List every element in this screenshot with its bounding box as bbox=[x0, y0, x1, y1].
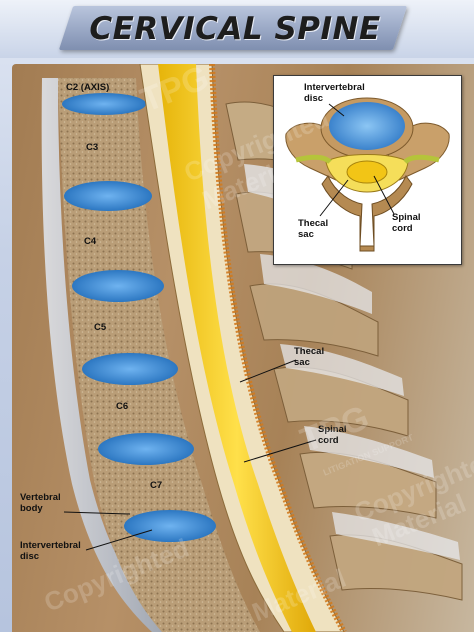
label-c6: C6 bbox=[116, 401, 129, 412]
spinal-cord bbox=[158, 64, 316, 632]
inset-label-intervertebral-disc: Intervertebral disc bbox=[304, 82, 365, 104]
label-thecal-sac: Thecal sac bbox=[294, 346, 325, 368]
page-title: CERVICAL SPINE bbox=[89, 11, 381, 47]
label-c5: C5 bbox=[94, 322, 107, 333]
dura-band bbox=[209, 64, 347, 632]
disc-c2-c3 bbox=[62, 93, 146, 115]
disc-c6-c7 bbox=[98, 433, 194, 465]
axial-vertebra-drawing bbox=[285, 97, 450, 252]
disc-c5-c6 bbox=[82, 353, 178, 385]
leader-thecal-sac bbox=[239, 359, 297, 383]
leader-intervertebral-disc bbox=[85, 529, 153, 551]
label-vertebral-body: Vertebral body bbox=[20, 492, 61, 514]
disc-c7-t1 bbox=[124, 510, 216, 542]
inset-disc bbox=[329, 102, 405, 150]
leader-spinal-cord bbox=[243, 439, 317, 463]
label-c2: C2 (AXIS) bbox=[66, 82, 110, 93]
inset-label-spinal-cord: Spinal cord bbox=[392, 212, 421, 234]
leader-vertebral-body bbox=[63, 511, 131, 515]
anterior-ligament bbox=[41, 78, 172, 632]
label-intervertebral-disc: Intervertebral disc bbox=[20, 540, 81, 562]
spine-sagittal-drawing bbox=[41, 64, 463, 632]
label-spinal-cord: Spinal cord bbox=[318, 424, 347, 446]
label-c4: C4 bbox=[84, 236, 97, 247]
vertebral-column bbox=[58, 78, 260, 632]
disc-c4-c5 bbox=[72, 270, 164, 302]
label-c3: C3 bbox=[86, 142, 99, 153]
inset-label-thecal-sac: Thecal sac bbox=[298, 218, 329, 240]
label-c7: C7 bbox=[150, 480, 163, 491]
inset-spinal-cord bbox=[346, 160, 388, 184]
disc-c3-c4 bbox=[64, 181, 152, 211]
axial-inset: Intervertebral disc Thecal sac Spinal co… bbox=[273, 75, 462, 265]
